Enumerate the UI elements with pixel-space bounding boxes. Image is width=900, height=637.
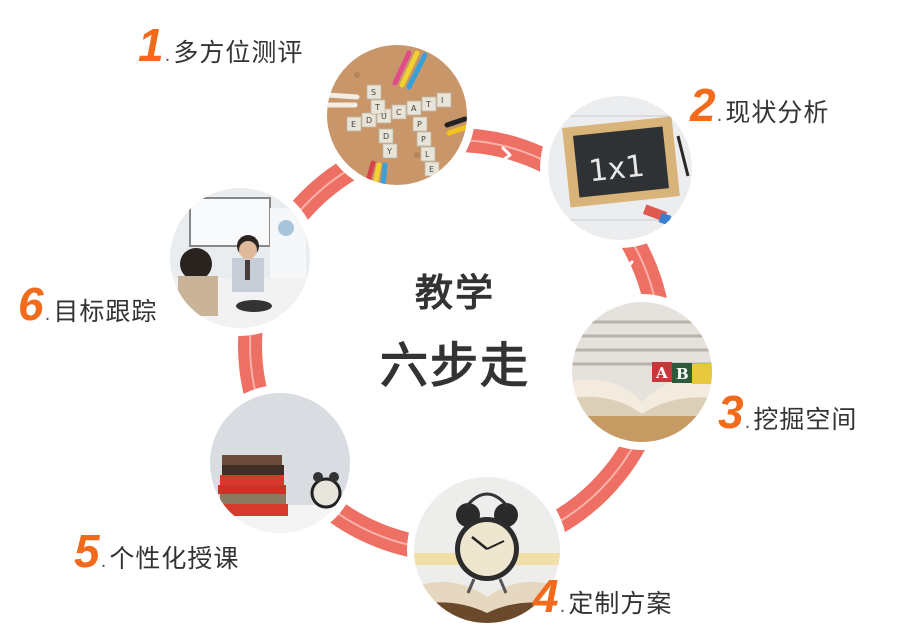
svg-text:C: C [396, 108, 402, 117]
svg-text:S: S [371, 88, 376, 97]
arrow-left-icon [378, 483, 389, 499]
step-number: 2 [690, 79, 716, 131]
svg-text:L: L [425, 150, 430, 159]
step-title: 目标跟踪 [53, 297, 158, 326]
step-number: 6 [18, 278, 44, 330]
step-6-photo [170, 188, 310, 328]
center-title-line2: 六步走 [379, 338, 530, 394]
svg-text:A: A [655, 364, 668, 382]
svg-text:B: B [676, 365, 689, 383]
svg-text:Y: Y [386, 147, 392, 156]
svg-text:P: P [421, 135, 426, 144]
step-number: 1 [138, 19, 164, 71]
step-number: 5 [74, 525, 100, 577]
svg-text:T: T [425, 100, 431, 109]
step-title: 个性化授课 [109, 544, 240, 573]
arrow-up-icon [262, 352, 280, 363]
step-title: 多方位测评 [173, 38, 304, 67]
arrow-right-icon [500, 146, 512, 163]
svg-text:P: P [417, 120, 422, 129]
step-title: 挖掘空间 [753, 405, 858, 434]
svg-text:I: I [441, 96, 443, 105]
step-2-photo: 1x1 [548, 96, 692, 240]
step-title: 定制方案 [568, 589, 673, 618]
arrow-down-left-icon [566, 460, 578, 475]
svg-text:D: D [366, 116, 372, 125]
svg-text:1x1: 1x1 [587, 149, 646, 190]
step-5-label: 5 . 个性化授课 [74, 525, 240, 577]
step-4-label: 4 . 定制方案 [533, 570, 673, 622]
svg-text:A: A [411, 104, 417, 113]
step-3-label: 3 . 挖掘空间 [718, 386, 858, 438]
svg-text:U: U [381, 112, 387, 121]
arrow-down-icon [616, 260, 634, 272]
step-3-photo: A B [572, 302, 712, 442]
step-title: 现状分析 [725, 98, 830, 127]
svg-text:E: E [429, 165, 434, 174]
svg-text:D: D [383, 132, 389, 141]
svg-text:E: E [351, 120, 356, 129]
step-2-label: 2 . 现状分析 [690, 79, 830, 131]
svg-text:T: T [374, 103, 380, 112]
step-6-label: 6 . 目标跟踪 [18, 278, 158, 330]
step-5-photo [210, 393, 350, 533]
step-1-label: 1 . 多方位测评 [138, 19, 304, 71]
step-number: 3 [718, 386, 744, 438]
step-number: 4 [533, 570, 559, 622]
center-title-line1: 教学 [414, 271, 495, 315]
